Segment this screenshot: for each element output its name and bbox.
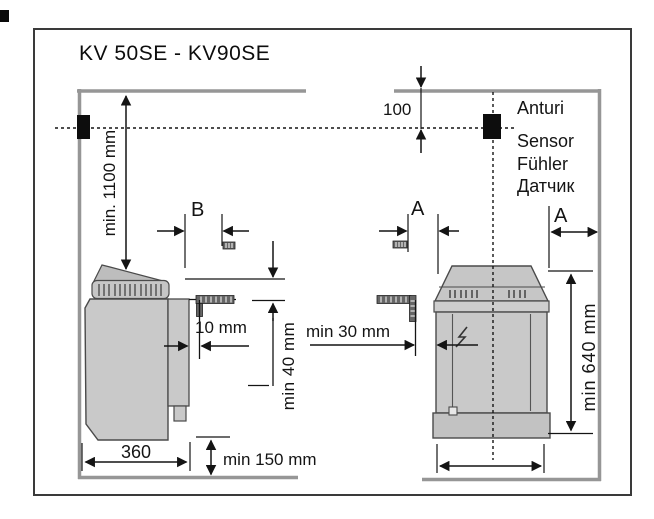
heater-front-view	[432, 265, 551, 439]
mounting-rail-right	[376, 295, 417, 322]
heater-front-vent-slots	[449, 290, 526, 298]
heater-front-body	[435, 311, 548, 414]
heater-side-body	[84, 298, 169, 441]
sensor-label-english: Sensor	[517, 131, 575, 151]
sensor-label-finnish: Anturi	[517, 98, 565, 118]
dim-360-label: 360	[120, 442, 152, 462]
heater-front-rim-band	[433, 300, 550, 313]
model-title: KV 50SE - KV90SE	[79, 42, 271, 65]
lightning-bolt-icon	[455, 326, 468, 348]
heater-side-vent-slots	[98, 284, 162, 296]
sensor-label-russian: Датчик	[517, 176, 575, 196]
heater-front-base	[432, 412, 551, 439]
rail-piece-a	[392, 240, 408, 249]
dim-min30-label: min 30 mm	[306, 322, 391, 341]
sensor-mark-right	[483, 114, 501, 139]
heater-side-back-panel	[167, 298, 190, 407]
sauna-walls	[77, 89, 602, 482]
scan-artifact-mark	[0, 10, 9, 22]
rail-piece-b	[222, 241, 236, 250]
dim-min1100-label: min. 1100 mm	[100, 129, 119, 237]
sensor-label-german: Fühler	[517, 154, 569, 174]
dim-a-right-label: A	[554, 205, 568, 227]
dim-100-label: 100	[383, 100, 412, 119]
dimension-lines	[81, 66, 599, 476]
heater-side-view	[84, 264, 190, 441]
heater-side-connector-foot	[173, 405, 187, 422]
sensor-mark-left	[77, 115, 90, 139]
dim-10mm-label: 10 mm	[195, 318, 247, 337]
dim-min40-label: min 40 mm	[279, 321, 298, 411]
dim-min150-label: min 150 mm	[223, 450, 317, 469]
dim-min640-label: min 640 mm	[579, 302, 599, 412]
heater-front-notch	[448, 406, 458, 416]
dim-b-label: B	[191, 199, 205, 221]
dim-a-left-label: A	[411, 198, 425, 220]
mounting-rail-left	[189, 295, 236, 317]
heater-front-top-cap	[433, 265, 550, 302]
